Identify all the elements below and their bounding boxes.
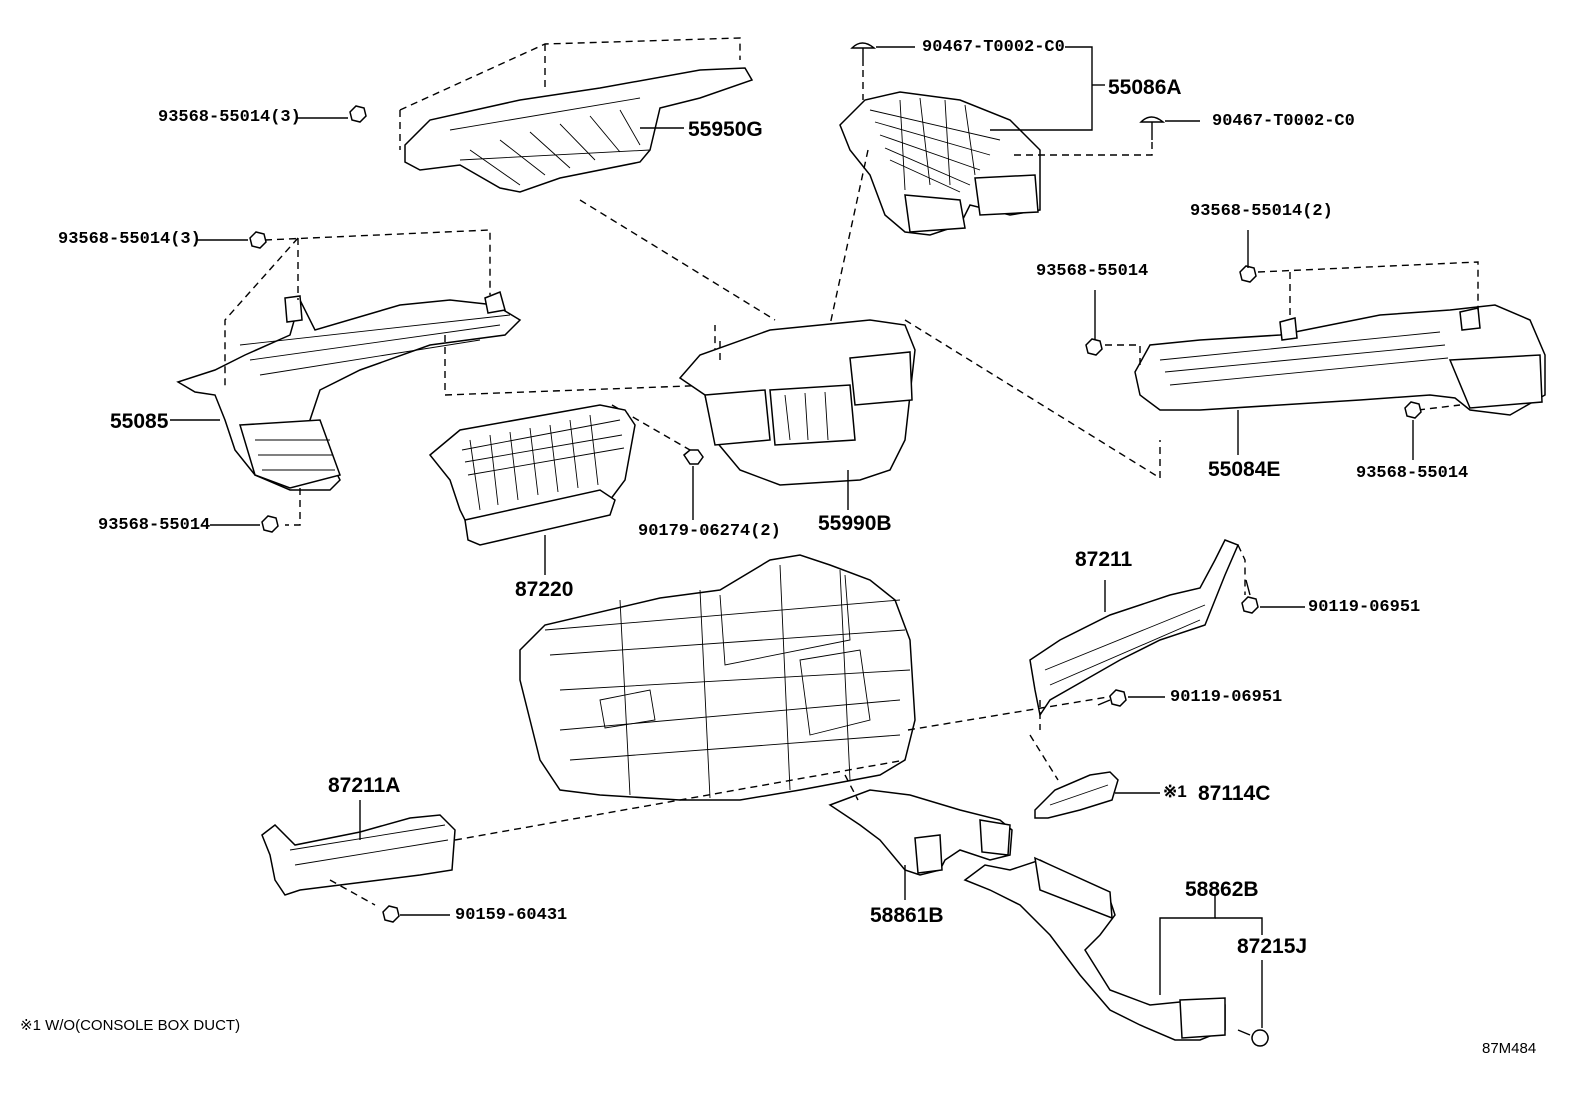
label-55950g: 55950G xyxy=(688,118,763,141)
label-90119-06951-b: 90119-06951 xyxy=(1170,688,1283,707)
bracket-87211a-shape xyxy=(261,814,456,896)
screw-93568-d-shape xyxy=(1239,265,1257,283)
label-93568-55014-3-left: 93568-55014(3) xyxy=(58,230,201,249)
duct-58861b-shape xyxy=(828,789,1013,876)
label-55084e: 55084E xyxy=(1208,458,1281,481)
label-93568-55014-3-top: 93568-55014(3) xyxy=(158,108,301,127)
label-87211a: 87211A xyxy=(328,774,401,797)
label-58861b: 58861B xyxy=(870,904,944,927)
screw-93568-a-shape xyxy=(349,105,367,123)
housing-55990b-shape xyxy=(678,319,916,486)
bolt-90119-a-shape xyxy=(1241,579,1259,614)
label-87114c-mark: ※1 xyxy=(1163,782,1187,801)
screw-93568-c-shape xyxy=(261,515,279,533)
clip-87215j-shape xyxy=(1237,1029,1269,1047)
bracket-87211-shape xyxy=(1029,539,1239,717)
label-93568-55014-right2: 93568-55014 xyxy=(1356,464,1469,483)
bracket-87114c-shape xyxy=(1034,771,1119,819)
clip-90467-b-shape xyxy=(1139,116,1166,140)
hvac-unit-shape xyxy=(519,554,916,801)
label-55085: 55085 xyxy=(110,410,169,433)
bolt-90159-shape xyxy=(382,905,400,923)
duct-55950g-shape xyxy=(404,67,754,193)
label-55086a: 55086A xyxy=(1108,76,1182,99)
screw-93568-b-shape xyxy=(249,231,267,249)
label-55990b: 55990B xyxy=(818,512,892,535)
bolt-90119-b-shape xyxy=(1097,689,1127,707)
nut-90179-shape xyxy=(683,449,704,465)
label-93568-55014-left: 93568-55014 xyxy=(98,516,211,535)
label-90179-06274-2: 90179-06274(2) xyxy=(638,522,781,541)
label-87211: 87211 xyxy=(1075,548,1133,571)
label-93568-55014-2: 93568-55014(2) xyxy=(1190,202,1333,221)
label-90119-06951-a: 90119-06951 xyxy=(1308,598,1421,617)
label-93568-55014-right: 93568-55014 xyxy=(1036,262,1149,281)
screw-93568-e-shape xyxy=(1085,338,1103,356)
label-90467-t0002-c0-b: 90467-T0002-C0 xyxy=(1212,112,1355,131)
label-87215j: 87215J xyxy=(1237,935,1308,958)
label-87114c: 87114C xyxy=(1198,782,1271,805)
label-90467-t0002-c0-a: 90467-T0002-C0 xyxy=(922,38,1065,57)
label-87220: 87220 xyxy=(515,578,574,601)
footnote: ※1 W/O(CONSOLE BOX DUCT) xyxy=(20,1017,241,1034)
duct-55084e-shape xyxy=(1134,304,1546,416)
duct-55085-shape xyxy=(176,290,522,491)
label-90159-60431: 90159-60431 xyxy=(455,906,568,925)
duct-58862b-shape xyxy=(963,856,1226,1041)
label-58862b: 58862B xyxy=(1185,878,1259,901)
clip-90467-a-shape xyxy=(850,42,877,66)
duct-55086a-shape xyxy=(839,91,1041,236)
filter-case-87220-shape xyxy=(428,404,636,546)
screw-93568-f-shape xyxy=(1404,401,1422,419)
drawing-reference: 87M484 xyxy=(1482,1040,1537,1057)
